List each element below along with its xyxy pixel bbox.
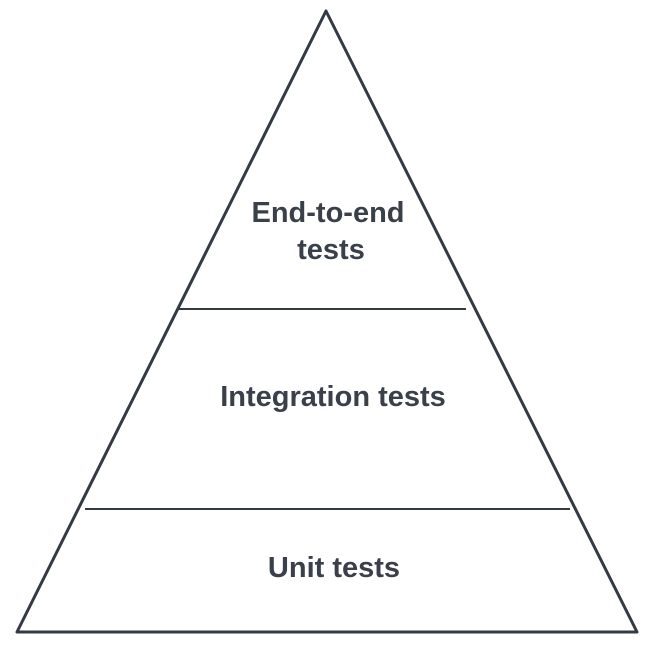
pyramid-outline [15, 9, 639, 634]
tier-end-to-end-label-line2: tests [297, 234, 365, 266]
tier-unit-label: Unit tests [268, 552, 400, 584]
tier-integration-label: Integration tests [220, 381, 446, 413]
tier-end-to-end-label-line1: End-to-end [251, 197, 404, 229]
tier-integration: Integration tests [220, 381, 446, 413]
tier-unit: Unit tests [268, 552, 400, 584]
tier-end-to-end: End-to-end tests [251, 197, 404, 266]
